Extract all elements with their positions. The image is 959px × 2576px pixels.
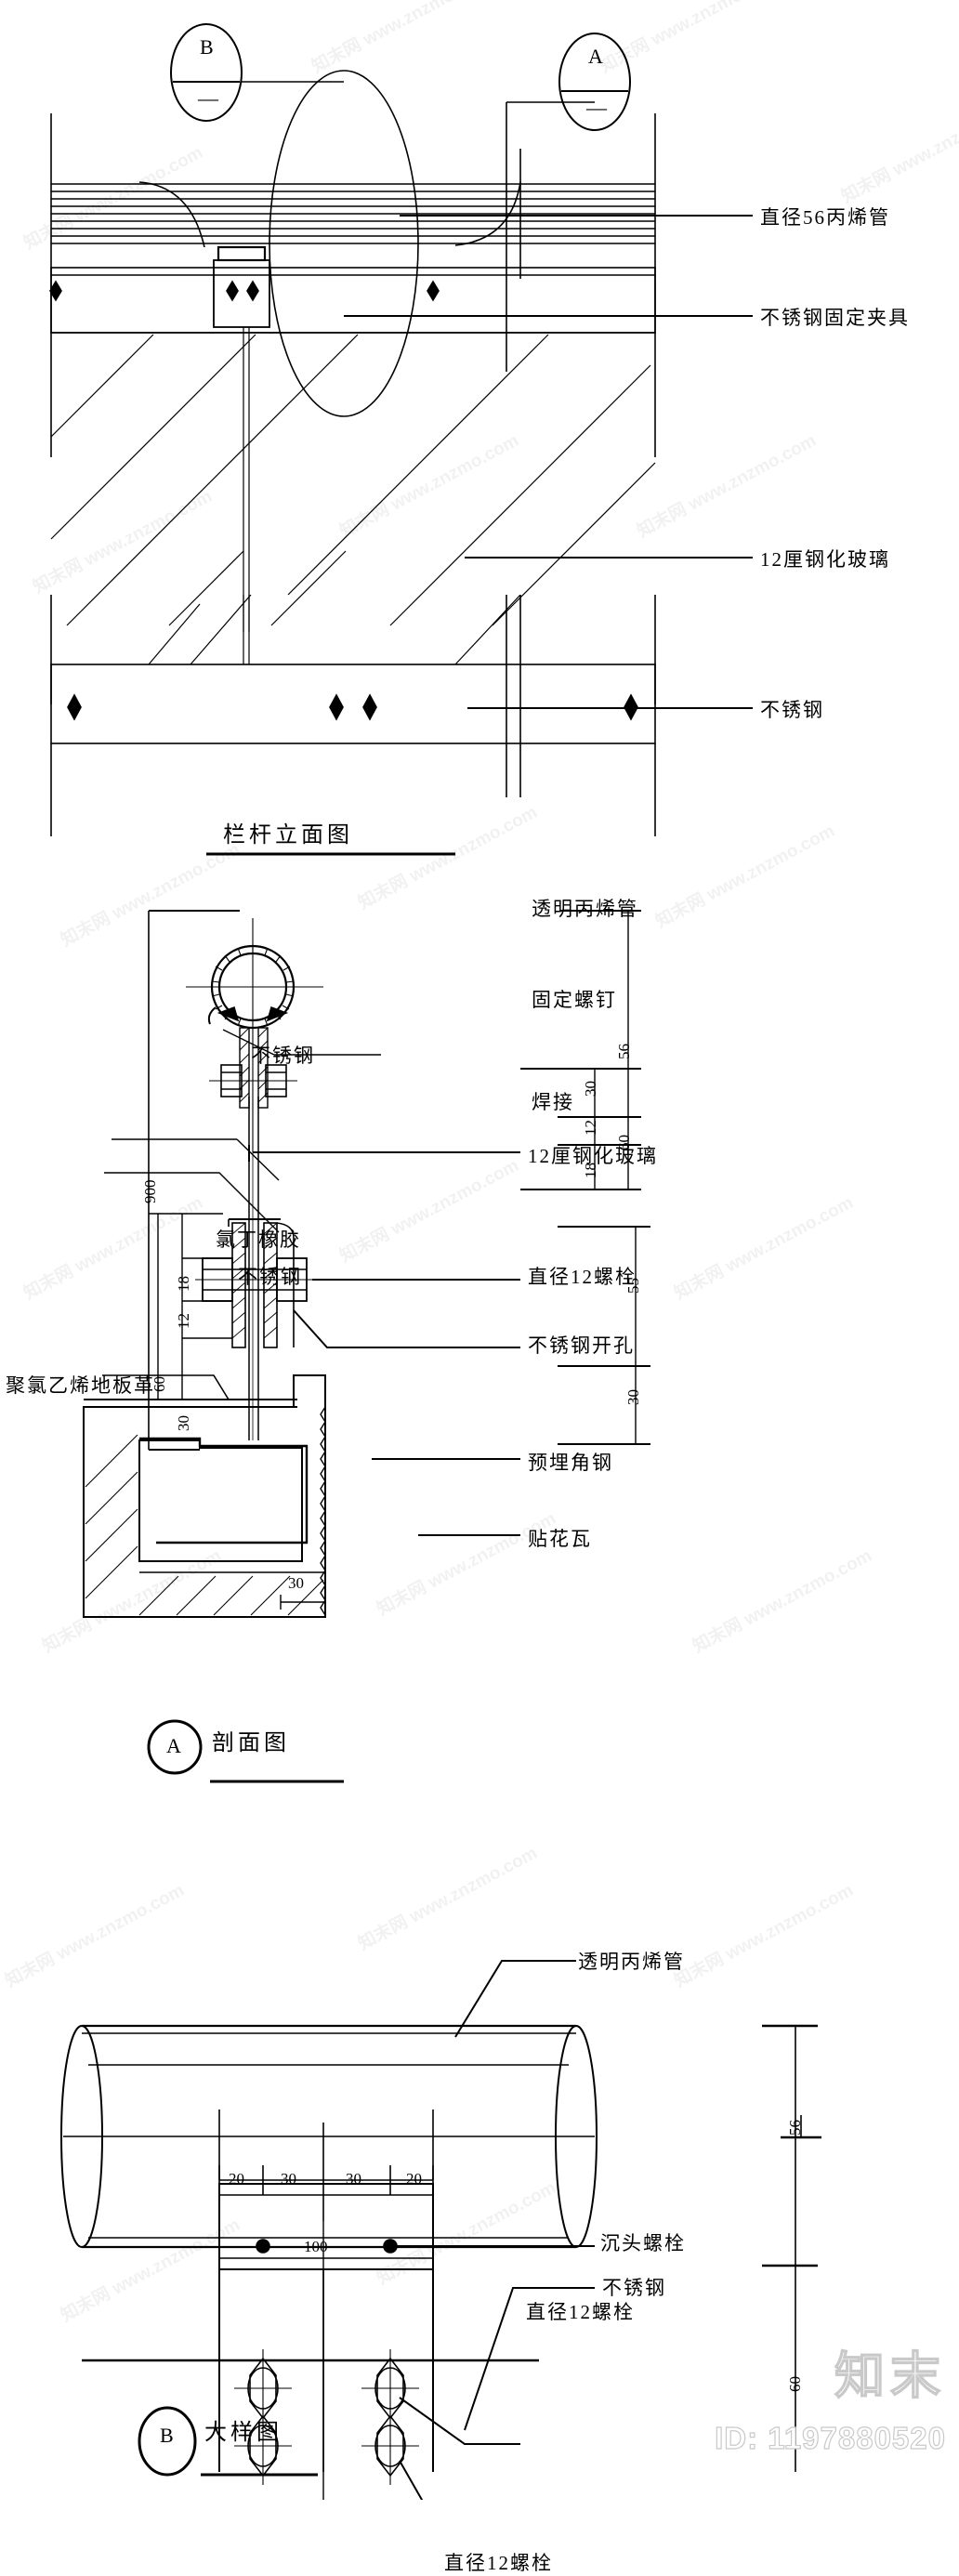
callout-glass-12-section: 12厘钢化玻璃 — [528, 1145, 658, 1167]
callout-ss-fixing-clamp: 不锈钢固定夹具 — [760, 307, 910, 329]
section-bubble-letter: A — [166, 1734, 181, 1757]
brand-logo: 知末 — [834, 2347, 946, 2405]
callout-stainless-steel-section-top: 不锈钢 — [251, 1045, 315, 1067]
bubble-a-elevation-sub: — — [586, 96, 607, 119]
dim-30-section-base: 30 — [175, 1415, 192, 1431]
callout-glass-12-elevation: 12厘钢化玻璃 — [760, 548, 890, 571]
dim-12-section-top: 12 — [582, 1120, 599, 1136]
callout-pvc-floor-leather: 聚氯乙烯地板革 — [6, 1374, 155, 1397]
callout-clear-acrylic-tube-section: 透明丙烯管 — [532, 898, 638, 920]
callout-stainless-steel-detail: 不锈钢 — [602, 2277, 666, 2299]
callout-clear-acrylic-tube-detail: 透明丙烯管 — [578, 1951, 685, 1973]
dim-20-left: 20 — [229, 2170, 244, 2188]
callout-fixing-screw: 固定螺钉 — [532, 989, 617, 1011]
callout-stainless-steel-elevation: 不锈钢 — [760, 699, 824, 721]
dim-30-section-right: 30 — [624, 1389, 642, 1405]
dim-30-left: 30 — [281, 2170, 296, 2188]
detail-title: 大样图 — [204, 2421, 282, 2445]
dim-100-total: 100 — [304, 2238, 328, 2255]
dim-30-right: 30 — [346, 2170, 361, 2188]
section-title: 剖面图 — [212, 1731, 290, 1755]
callout-decal-tile: 贴花瓦 — [528, 1528, 592, 1550]
brand-id: ID: 1197880520 — [715, 2420, 946, 2455]
callout-welding: 焊接 — [532, 1091, 574, 1113]
callout-countersunk-bolt: 沉头螺栓 — [600, 2232, 686, 2254]
dim-20-right: 20 — [406, 2170, 422, 2188]
callout-dia12-bolt-detail-upper: 直径12螺栓 — [526, 2301, 635, 2323]
elevation-title: 栏杆立面图 — [223, 823, 353, 848]
detail-title-bubble — [138, 2406, 318, 2477]
callout-embedded-angle-steel: 预埋角钢 — [528, 1452, 613, 1474]
bubble-b-elevation-sub: — — [198, 86, 218, 110]
dim-55-section: 55 — [624, 1278, 642, 1294]
bubble-a-elevation: A — [588, 45, 603, 68]
dim-56-section: 56 — [615, 1044, 633, 1059]
dim-30-section-top: 30 — [582, 1081, 599, 1097]
callout-dia12-bolt-detail-lower: 直径12螺栓 — [444, 2552, 553, 2574]
dim-18-section-base: 18 — [175, 1276, 192, 1292]
section-title-bubble — [147, 1719, 344, 1783]
elevation-drawing — [49, 113, 656, 632]
dim-18-section-top: 18 — [582, 1163, 599, 1178]
dim-12-section-base: 12 — [175, 1313, 192, 1329]
dim-60-section-base: 60 — [151, 1376, 168, 1392]
dim-30-section-bottom: 30 — [288, 1574, 304, 1592]
callout-dia56-acrylic-tube: 直径56丙烯管 — [760, 206, 890, 229]
elevation-bottom-rail — [50, 595, 753, 836]
callout-ss-drilled-hole: 不锈钢开孔 — [528, 1334, 635, 1357]
dim-900: 900 — [141, 1179, 159, 1204]
bubble-b-elevation: B — [200, 35, 214, 59]
callout-dia12-bolt-section: 直径12螺栓 — [528, 1266, 637, 1288]
elevation-section-marks — [170, 23, 753, 559]
section-drawing — [83, 910, 650, 1618]
dim-60-section-top: 60 — [615, 1135, 633, 1150]
detail-bubble-letter: B — [160, 2424, 174, 2447]
elevation-title-underline — [206, 852, 455, 856]
callout-neoprene-rubber: 氯丁橡胶 — [216, 1229, 301, 1251]
callout-stainless-steel-section-base: 不锈钢 — [238, 1266, 302, 1288]
